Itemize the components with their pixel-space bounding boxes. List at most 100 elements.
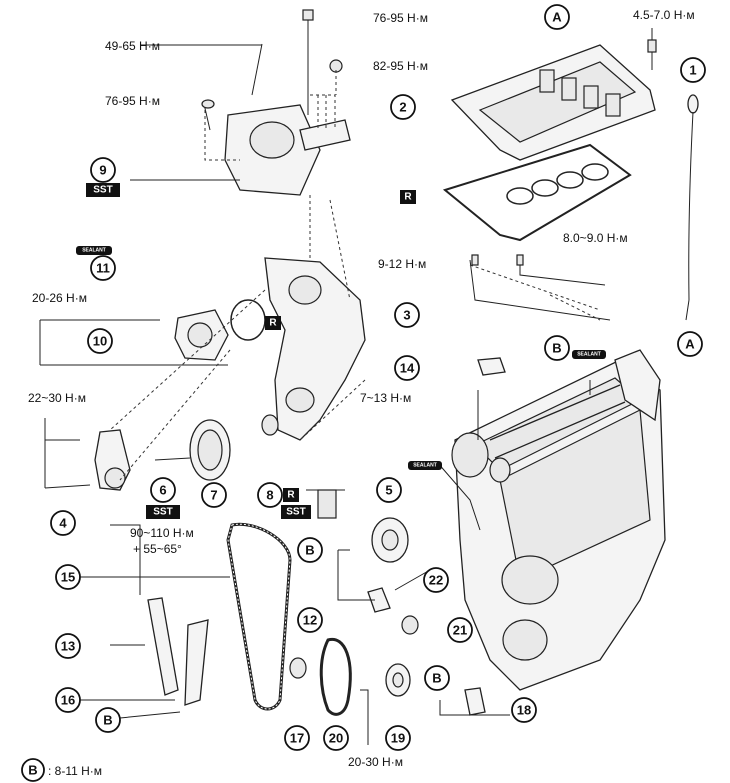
torque-label-t10: 22~30 Н·м <box>28 391 86 405</box>
callout-11: 11 <box>90 255 116 281</box>
cam-position-sensor <box>367 587 391 613</box>
callout-1: 1 <box>680 57 706 83</box>
callout-14: 14 <box>394 355 420 381</box>
oil-seal-21 <box>401 615 419 635</box>
callout-10: 10 <box>87 328 113 354</box>
callout-12: 12 <box>297 607 323 633</box>
cylinder-head-plate <box>477 357 506 376</box>
torque-label-t5: 76-95 Н·м <box>105 94 160 108</box>
callout-4: 4 <box>50 510 76 536</box>
svg-text:9: 9 <box>99 163 106 178</box>
cylinder-head-cover <box>450 44 656 161</box>
svg-text:R: R <box>269 318 277 329</box>
torque-label-t8: 20-26 Н·м <box>32 291 87 305</box>
sst-tag-8: SST <box>281 505 311 519</box>
chain-guide <box>147 597 179 696</box>
seal-installer-tool <box>306 489 345 519</box>
callout-20: 20 <box>323 725 349 751</box>
callout-7: 7 <box>201 482 227 508</box>
svg-text:3: 3 <box>403 308 410 323</box>
callout-3: 3 <box>394 302 420 328</box>
svg-text:11: 11 <box>96 261 110 276</box>
water-pump <box>174 309 229 361</box>
callout-2: 2 <box>390 94 416 120</box>
callout-9: 9 <box>90 157 116 183</box>
mount-bolt-left <box>201 99 215 109</box>
svg-text:B: B <box>552 341 561 356</box>
camshafts <box>489 384 626 459</box>
svg-text:16: 16 <box>61 693 75 708</box>
svg-text:7: 7 <box>210 488 217 503</box>
svg-text:B: B <box>28 763 37 778</box>
head-bolt-b <box>516 254 524 266</box>
dipstick-bolt <box>647 39 657 53</box>
torque-label-t9: 7~13 Н·м <box>360 391 411 405</box>
svg-text:5: 5 <box>385 483 392 498</box>
head-bolt-a <box>471 254 479 266</box>
svg-text:SEALANT: SEALANT <box>577 352 601 358</box>
sealant-tag-14: SEALANT <box>572 350 606 359</box>
svg-text:8: 8 <box>266 488 273 503</box>
svg-text:R: R <box>287 490 295 501</box>
sst-tag-6: SST <box>146 505 180 519</box>
callout-15: 15 <box>55 564 81 590</box>
callout-21: 21 <box>447 617 473 643</box>
svg-text:12: 12 <box>303 613 317 628</box>
torque-label-t2: 4.5-7.0 Н·м <box>633 8 695 22</box>
callout-B4: B <box>95 707 121 733</box>
sst-tag-9: SST <box>86 183 120 197</box>
callout-B2: B <box>297 537 323 563</box>
r-tag-water-pump: R <box>265 316 281 330</box>
callout-13: 13 <box>55 633 81 659</box>
head-cover-gasket <box>442 143 632 242</box>
torque-label-t3: 49-65 Н·м <box>105 39 160 53</box>
legend-text: : 8-11 Н·м <box>48 764 102 778</box>
svg-text:22: 22 <box>429 573 443 588</box>
tensioner-arm <box>184 619 209 706</box>
svg-text:10: 10 <box>93 334 107 349</box>
svg-text:4: 4 <box>59 516 67 531</box>
gasket-ports <box>506 163 609 205</box>
svg-text:SEALANT: SEALANT <box>413 463 437 469</box>
oil-pump-sprocket <box>385 663 411 697</box>
torque-label-t12: 20-30 Н·м <box>348 755 403 769</box>
callout-8: 8 <box>257 482 283 508</box>
callout-17: 17 <box>284 725 310 751</box>
sealant-tag-11: SEALANT <box>76 246 112 255</box>
svg-text:SST: SST <box>93 185 112 196</box>
svg-text:R: R <box>404 192 412 203</box>
exhaust-cam-sprocket <box>371 517 409 563</box>
r-tag-8: R <box>283 488 299 502</box>
callout-19: 19 <box>385 725 411 751</box>
callout-A-top: A <box>544 4 570 30</box>
r-tag-gasket: R <box>400 190 416 204</box>
oil-dipstick <box>685 94 699 321</box>
svg-text:B: B <box>103 713 112 728</box>
svg-text:6: 6 <box>159 483 166 498</box>
callout-16: 16 <box>55 687 81 713</box>
svg-text:SEALANT: SEALANT <box>82 248 106 254</box>
torque-label-t1: 76-95 Н·м <box>373 11 428 25</box>
svg-text:18: 18 <box>517 703 531 718</box>
svg-text:13: 13 <box>61 639 75 654</box>
svg-text:20: 20 <box>329 731 343 746</box>
callout-6: 6 <box>150 477 176 503</box>
svg-text:B: B <box>432 671 441 686</box>
svg-text:19: 19 <box>391 731 405 746</box>
svg-text:1: 1 <box>689 63 696 78</box>
thermostat-housing <box>614 349 661 422</box>
svg-text:2: 2 <box>399 100 406 115</box>
callout-22: 22 <box>423 567 449 593</box>
svg-text:SST: SST <box>286 507 305 518</box>
sealant-tag-engine: SEALANT <box>408 461 442 470</box>
crankshaft-pulley <box>189 419 231 481</box>
engine-block <box>451 359 666 691</box>
callout-18: 18 <box>511 697 537 723</box>
legend-B-circle: B <box>21 758 45 782</box>
callout-B1: B <box>544 335 570 361</box>
svg-text:A: A <box>685 337 695 352</box>
svg-text:SST: SST <box>153 507 172 518</box>
